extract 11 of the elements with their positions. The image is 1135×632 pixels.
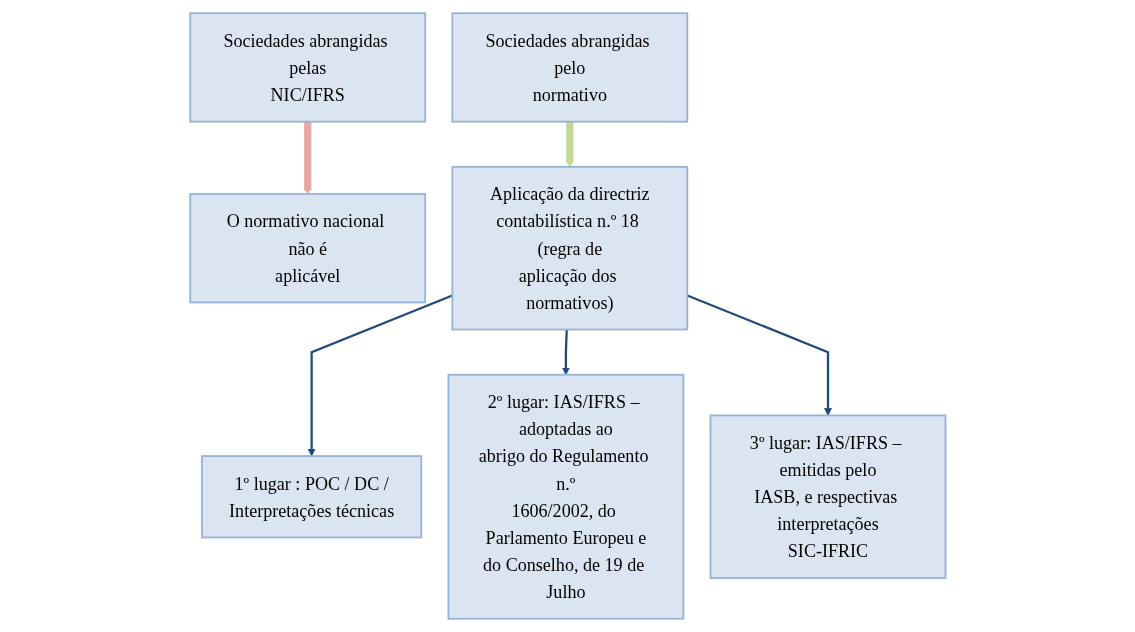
node-box: Sociedades abrangidas pelas NIC/IFRS (188, 12, 426, 123)
node-box: Sociedades abrangidas pelo normativo (451, 12, 688, 123)
node-box: O normativo nacional não é aplicável (188, 193, 426, 304)
arrow (303, 121, 312, 195)
node-box: Aplicação da directriz contabilística n.º 18 (regra de aplicação dos normativos) (451, 165, 688, 331)
node-box: 1º lugar : POC / DC / Interpretações técnicas (200, 455, 422, 539)
node-box: 2º lugar: IAS/IFRS – adoptadas ao abrigo do Regulamento n.º 1606/2002, do Parlamento Europeu e do Conselho, de 19 de Julho (447, 373, 684, 620)
arrow (686, 294, 832, 416)
node-box: 3º lugar: IAS/IFRS – emitidas pelo IASB, e respectivas interpretações SIC-IFRIC (709, 414, 947, 579)
arrow (561, 329, 570, 376)
arrow (565, 121, 574, 168)
